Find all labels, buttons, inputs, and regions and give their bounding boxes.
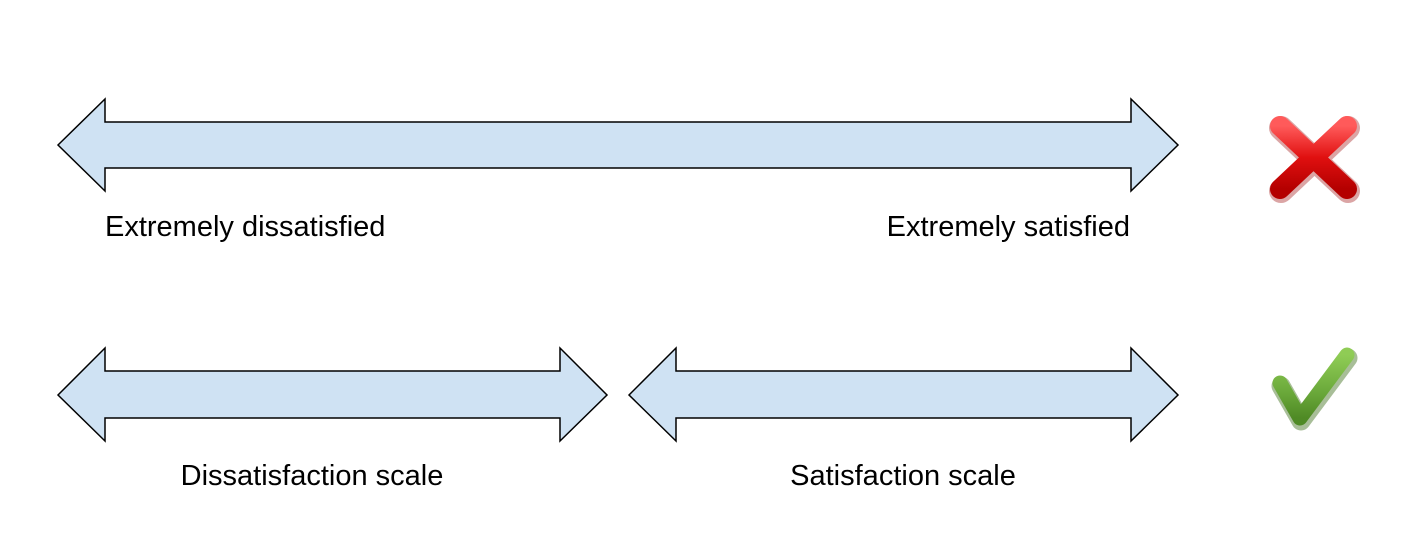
extremely-dissatisfied-label: Extremely dissatisfied — [105, 211, 385, 243]
single-scale-row: Extremely dissatisfied Extremely satisfi… — [56, 97, 1360, 243]
satisfaction-double-arrow — [627, 346, 1180, 443]
red-cross-icon — [1269, 116, 1360, 203]
dissatisfaction-double-arrow — [56, 346, 609, 443]
green-check-icon — [1271, 347, 1358, 431]
dissatisfaction-scale-label: Dissatisfaction scale — [181, 460, 444, 492]
single-scale-double-arrow — [56, 97, 1180, 193]
satisfaction-scale-label: Satisfaction scale — [790, 460, 1016, 492]
extremely-satisfied-label: Extremely satisfied — [887, 211, 1130, 243]
split-scales-row: Dissatisfaction scale Satisfaction scale — [56, 346, 1358, 492]
